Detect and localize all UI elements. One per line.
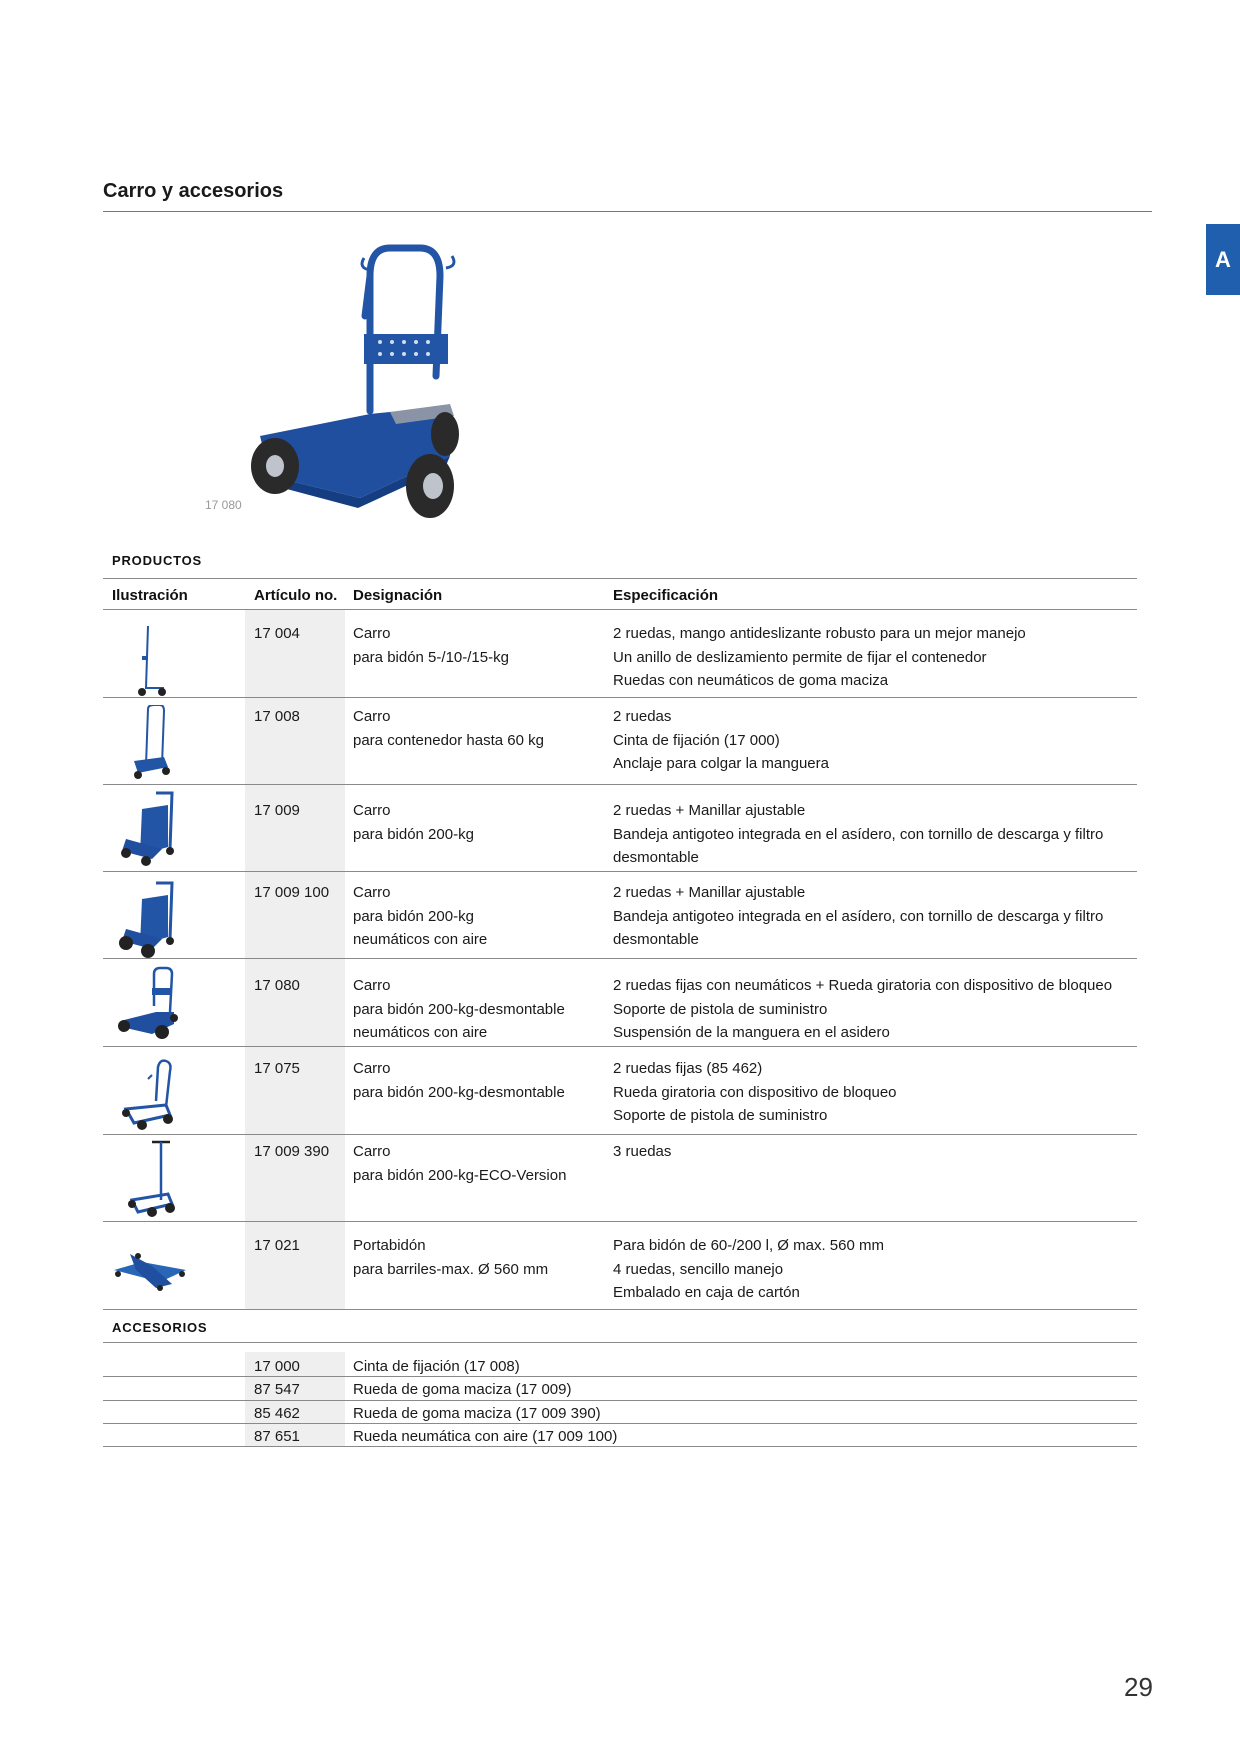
article-number: 17 009 100 bbox=[254, 884, 330, 901]
accessory-article: 87 547 bbox=[254, 1381, 300, 1398]
row-divider bbox=[103, 958, 1137, 959]
products-section-label: PRODUCTOS bbox=[112, 553, 203, 568]
header-illustration: Ilustración bbox=[112, 587, 188, 604]
accessory-article: 87 651 bbox=[254, 1428, 300, 1445]
row-divider bbox=[103, 1423, 1137, 1424]
row-divider bbox=[103, 784, 1137, 785]
accessory-row: 85 462 Rueda de goma maciza (17 009 390) bbox=[0, 1402, 1240, 1425]
row-divider bbox=[103, 1046, 1137, 1047]
header-designation: Designación bbox=[353, 587, 443, 604]
accessory-article: 85 462 bbox=[254, 1405, 300, 1422]
accessory-article: 17 000 bbox=[254, 1358, 300, 1375]
row-divider bbox=[103, 697, 1137, 698]
specification: 2 ruedas fijas con neumáticos + Rueda gi… bbox=[613, 977, 1113, 1041]
article-number: 17 009 390 bbox=[254, 1143, 330, 1160]
article-column-shading bbox=[245, 610, 345, 1309]
trolley-hero-image bbox=[251, 244, 459, 518]
article-number: 17 021 bbox=[254, 1237, 300, 1254]
row-divider bbox=[103, 1134, 1137, 1135]
row-divider bbox=[103, 1376, 1137, 1377]
accessory-designation: Rueda neumática con aire (17 009 100) bbox=[353, 1428, 618, 1445]
drum-trolley-icon bbox=[121, 791, 174, 866]
drum-dolly-icon bbox=[114, 1253, 186, 1291]
accessory-row: 87 651 Rueda neumática con aire (17 009 … bbox=[0, 1425, 1240, 1448]
article-number: 17 075 bbox=[254, 1060, 300, 1077]
specification: 3 ruedas bbox=[613, 1143, 672, 1160]
accessories-section-label: ACCESORIOS bbox=[112, 1320, 208, 1335]
specification: 2 ruedas fijas (85 462)Rueda giratoria c… bbox=[613, 1060, 897, 1124]
hero-caption: 17 080 bbox=[205, 498, 242, 512]
accessories-bottom-rule bbox=[103, 1446, 1137, 1447]
hand-truck-small-icon bbox=[138, 625, 166, 696]
drum-trolley-air-icon bbox=[119, 881, 174, 958]
row-divider bbox=[103, 1221, 1137, 1222]
accessory-designation: Rueda de goma maciza (17 009) bbox=[353, 1381, 572, 1398]
article-number: 17 009 bbox=[254, 802, 300, 819]
accessory-row: 17 000 Cinta de fijación (17 008) bbox=[0, 1355, 1240, 1378]
row-divider bbox=[103, 1400, 1137, 1401]
frame-trolley-icon bbox=[122, 1059, 173, 1130]
article-number: 17 008 bbox=[254, 708, 300, 725]
accessory-designation: Cinta de fijación (17 008) bbox=[353, 1358, 520, 1375]
header-specification: Especificación bbox=[613, 587, 719, 604]
article-number: 17 004 bbox=[254, 625, 300, 642]
specification: 2 ruedas, mango antideslizante robusto p… bbox=[613, 625, 1026, 689]
section-tab[interactable]: A bbox=[1206, 224, 1240, 295]
page-title: Carro y accesorios bbox=[103, 180, 284, 202]
article-number: 17 080 bbox=[254, 977, 300, 994]
header-rule bbox=[103, 609, 1137, 610]
products-top-rule bbox=[103, 578, 1137, 579]
row-divider bbox=[103, 871, 1137, 872]
header-article: Artículo no. bbox=[254, 587, 338, 604]
page-number: 29 bbox=[1124, 1672, 1153, 1702]
row-divider bbox=[103, 1309, 1137, 1310]
accessory-article-shading bbox=[245, 1352, 345, 1446]
accessory-designation: Rueda de goma maciza (17 009 390) bbox=[353, 1405, 601, 1422]
three-wheel-trolley-icon bbox=[118, 966, 178, 1039]
eco-trolley-icon bbox=[128, 1140, 175, 1217]
hand-truck-container-icon bbox=[134, 705, 170, 779]
accessories-top-rule bbox=[103, 1342, 1137, 1343]
accessory-row: 87 547 Rueda de goma maciza (17 009) bbox=[0, 1378, 1240, 1401]
title-divider bbox=[103, 211, 1152, 212]
